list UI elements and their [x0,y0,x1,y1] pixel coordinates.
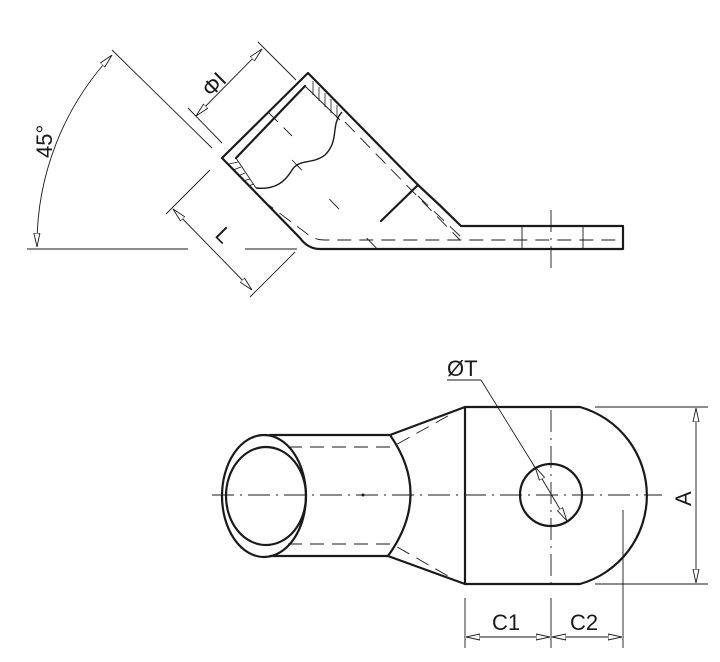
section-hatch [228,81,341,189]
angle-label: 45° [32,125,57,158]
lug-outline [220,71,625,251]
diameter-extension-line [257,41,297,81]
hole-dimension-line [535,467,567,521]
width-label: A [671,491,696,506]
length-dimension-line [173,209,252,290]
hole-diameter-label: ØT [447,356,478,381]
side-view: 45° ΦI L [27,41,625,298]
length-label: L [210,222,236,248]
barrel-outline [268,554,467,586]
hidden-line [417,195,461,237]
diameter-extension-line [187,107,223,144]
diameter-label: ΦI [197,67,231,101]
hidden-line [344,121,461,241]
angle-dimension-arc [37,55,112,247]
barrel-opening-inner [224,445,308,547]
crimp-line [379,183,420,223]
c2-label: C2 [570,610,598,635]
barrel-opening-outer [220,433,308,559]
hidden-line [261,199,623,241]
hidden-line [291,159,383,255]
palm-outline [463,405,648,586]
length-extension-line [249,251,296,298]
diameter-dimension-line [196,49,262,116]
top-view: ØT A C1 C2 [212,356,708,648]
barrel-end-curve [386,433,412,558]
length-extension-line [165,169,211,215]
bore-edge [234,84,307,160]
hidden-line [267,111,293,137]
hidden-line [288,411,456,448]
barrel-outline [268,405,467,437]
break-line [255,111,343,189]
c1-label: C1 [492,610,520,635]
leader-line [480,379,537,470]
hidden-line [288,543,456,581]
center-mark [361,493,365,497]
angle-extension-line [111,49,213,149]
